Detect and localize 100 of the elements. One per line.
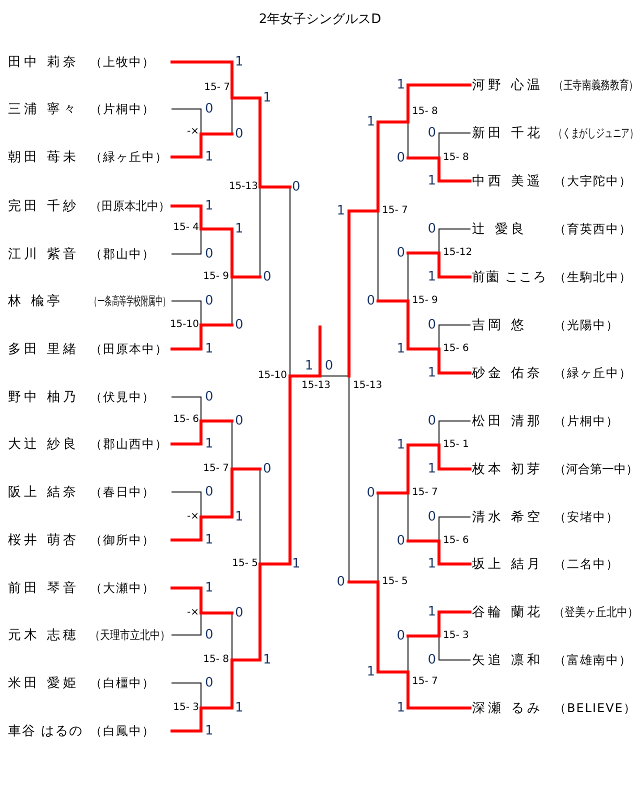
game-score: 15- 9	[203, 272, 229, 282]
match-score: 1	[396, 342, 405, 356]
game-score: 15- 7	[412, 677, 438, 687]
player-name: 吉岡 悠	[472, 317, 528, 334]
game-score: 15-13	[353, 381, 382, 391]
player-name: 朝田 苺未	[8, 149, 80, 166]
game-score: 15- 7	[412, 488, 438, 498]
match-score: 0	[324, 360, 334, 372]
school-name: （郡山西中）	[90, 436, 168, 452]
school-name: （田原本中）	[90, 340, 168, 358]
school-name: （片桐中）	[554, 412, 619, 430]
player-name: 阪上 結奈	[8, 484, 80, 501]
player-name: 三浦 寧々	[8, 101, 80, 118]
game-score: 15- 7	[204, 83, 230, 93]
game-score: 15- 3	[443, 631, 469, 641]
game-score: -×	[187, 512, 199, 522]
match-score: 0	[366, 486, 375, 500]
match-score: 1	[428, 606, 436, 618]
match-score: 1	[428, 174, 436, 188]
match-score: 1	[396, 702, 405, 714]
match-score: 1	[205, 534, 214, 546]
school-name: （安堵中）	[554, 508, 619, 526]
match-score: 1	[396, 438, 405, 452]
player-name: 枚本 初芽	[472, 461, 544, 478]
match-score: 0	[263, 270, 272, 284]
school-name: （御所中）	[90, 532, 155, 548]
school-name: （生駒北中）	[554, 268, 632, 286]
school-name: （くまがしジュニア）	[554, 124, 638, 142]
player-name: 清水 希空	[472, 509, 544, 526]
match-score: 1	[263, 92, 272, 104]
player-name: 矢追 凛和	[472, 652, 544, 669]
game-score: 15- 3	[173, 703, 199, 713]
match-score: 1	[235, 222, 244, 236]
game-score: 15- 8	[412, 107, 438, 117]
game-score: -×	[187, 608, 199, 618]
match-score: 0	[428, 414, 436, 428]
player-name: 米田 愛姫	[8, 675, 80, 692]
school-name: （二名中）	[554, 556, 619, 572]
match-score: 0	[428, 654, 436, 666]
player-name: 車谷 はるの	[8, 723, 84, 740]
game-score: 15- 8	[203, 655, 229, 665]
match-score: 1	[235, 702, 244, 714]
match-score: 0	[336, 576, 345, 588]
match-score: 1	[428, 270, 436, 284]
school-name: （天理市立北中）	[90, 626, 170, 644]
game-score: 15-13	[228, 182, 258, 192]
player-name: 元木 志穂	[8, 627, 80, 644]
match-score: 0	[396, 630, 405, 642]
match-score: 0	[396, 534, 405, 548]
school-name: （春日中）	[90, 484, 155, 500]
match-score: 0	[396, 246, 405, 260]
game-score: 15-10	[170, 320, 199, 330]
game-score: 15- 9	[412, 296, 438, 306]
game-score: -×	[187, 127, 199, 137]
match-score: 0	[235, 128, 244, 140]
match-score: 0	[235, 606, 244, 620]
match-score: 1	[304, 360, 314, 372]
match-score: 0	[205, 248, 214, 260]
match-score: 0	[205, 102, 214, 116]
game-score: 15- 5	[382, 577, 408, 587]
match-score: 0	[292, 180, 300, 194]
game-score: 15-13	[301, 381, 331, 391]
school-name: （片桐中）	[90, 100, 155, 118]
match-score: 1	[336, 204, 345, 218]
game-score: 15- 8	[443, 153, 469, 163]
match-score: 1	[205, 582, 214, 594]
game-score: 15- 6	[443, 536, 469, 546]
school-name: （白橿中）	[90, 674, 155, 692]
game-score: 15- 4	[173, 223, 199, 233]
player-name: 辻 愛良	[472, 221, 528, 238]
match-score: 1	[205, 200, 214, 212]
school-name: （上牧中）	[90, 54, 155, 70]
match-score: 0	[205, 628, 214, 642]
player-name: 野中 柚乃	[8, 389, 80, 406]
match-score: 0	[428, 318, 436, 332]
match-score: 1	[205, 342, 214, 356]
game-score: 15- 6	[173, 415, 199, 425]
school-name: （一条高等学校附属中）	[90, 292, 170, 310]
match-score: 0	[428, 222, 436, 236]
school-name: （緑ヶ丘中）	[554, 364, 632, 382]
match-score: 1	[235, 56, 244, 68]
match-score: 0	[428, 510, 436, 524]
player-name: 河野 心温	[472, 77, 544, 94]
player-name: 桜井 萌杏	[8, 532, 80, 549]
school-name: （登美ヶ丘北中）	[554, 604, 638, 620]
match-score: 1	[205, 150, 214, 164]
match-score: 1	[263, 654, 272, 666]
player-name: 林 楡亭	[8, 293, 64, 310]
player-name: 大辻 紗良	[8, 436, 80, 453]
school-name: （王寺南義務教育）	[554, 76, 638, 94]
school-name: （河合第一中）	[554, 460, 638, 478]
player-name: 田中 莉奈	[8, 54, 80, 71]
school-name: （大宇陀中）	[554, 172, 632, 190]
match-score: 1	[396, 78, 405, 92]
title: 2年女子シングルスD	[258, 11, 382, 28]
match-score: 0	[235, 318, 244, 332]
game-score: 15- 7	[203, 464, 229, 474]
player-name: 砂金 佑奈	[472, 365, 544, 382]
school-name: （郡山中）	[90, 246, 155, 262]
school-name: （大瀬中）	[90, 580, 155, 596]
